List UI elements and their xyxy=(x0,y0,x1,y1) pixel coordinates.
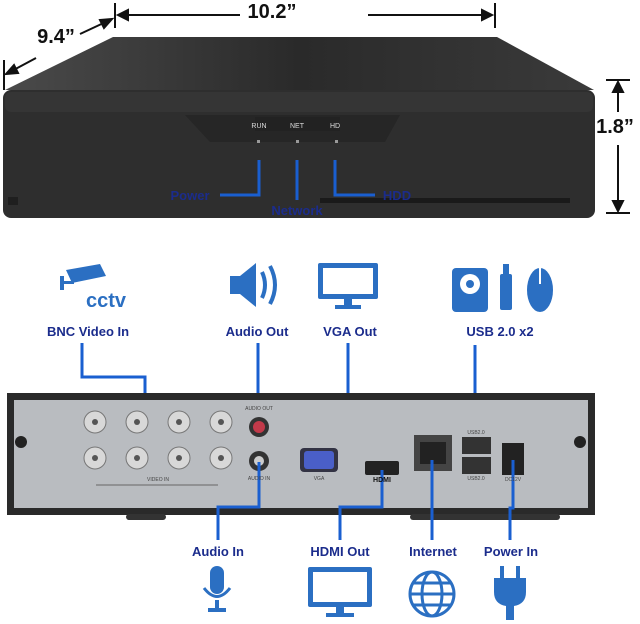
callout-audio-in: Audio In xyxy=(192,544,244,559)
led-label-run: RUN xyxy=(251,123,267,130)
hdmi-port xyxy=(365,461,399,475)
callout-vga-out: VGA Out xyxy=(323,324,377,339)
audio-out-text: AUDIO OUT xyxy=(245,406,273,412)
dvr-rear-view xyxy=(7,393,595,520)
height-dimension: 1.8” xyxy=(596,116,634,138)
cctv-camera-icon xyxy=(60,264,106,290)
dvr-front-view xyxy=(3,37,595,218)
width-dimension-line xyxy=(114,3,496,28)
callout-power: Power xyxy=(170,188,210,203)
usb-port xyxy=(462,437,491,454)
led-label-hd: HD xyxy=(329,123,341,130)
led-label-net: NET xyxy=(290,123,304,130)
callout-hdd: HDD xyxy=(382,188,412,203)
speaker-icon xyxy=(230,263,277,307)
usb-devices-icon xyxy=(452,264,553,312)
microphone-icon xyxy=(202,566,232,612)
hdmi-logo-text: HDMI xyxy=(373,477,391,484)
audio-in-text: AUDIO IN xyxy=(247,476,271,482)
usb-bottom-text: USB2.0 xyxy=(467,476,485,482)
height-dimension-line xyxy=(606,79,630,214)
cctv-logo-text: cctv xyxy=(86,290,127,312)
rear-bottom-leader-lines xyxy=(216,460,515,540)
video-in-text: VIDEO IN xyxy=(147,477,169,483)
callout-power-in: Power In xyxy=(483,544,539,559)
callout-network: Network xyxy=(271,203,323,218)
callout-hdmi-out: HDMI Out xyxy=(310,544,370,559)
power-plug-icon xyxy=(494,566,526,620)
callout-audio-out: Audio Out xyxy=(225,324,289,339)
callout-bnc-video-in: BNC Video In xyxy=(46,324,130,339)
vga-text: VGA xyxy=(313,476,325,482)
front-leader-lines xyxy=(220,160,375,200)
usb-port xyxy=(462,457,491,474)
callout-internet: Internet xyxy=(409,544,457,559)
callout-usb: USB 2.0 x2 xyxy=(466,324,534,339)
usb-top-text: USB2.0 xyxy=(467,430,485,436)
vga-monitor-icon xyxy=(318,263,378,309)
globe-icon xyxy=(408,570,456,618)
depth-dimension: 9.4” xyxy=(37,26,75,48)
dc-text: DC12V xyxy=(504,477,522,483)
width-dimension: 10.2” xyxy=(247,1,297,23)
dc-power-port xyxy=(502,443,524,475)
depth-dimension-line xyxy=(3,17,115,90)
hdmi-monitor-icon xyxy=(308,567,372,617)
